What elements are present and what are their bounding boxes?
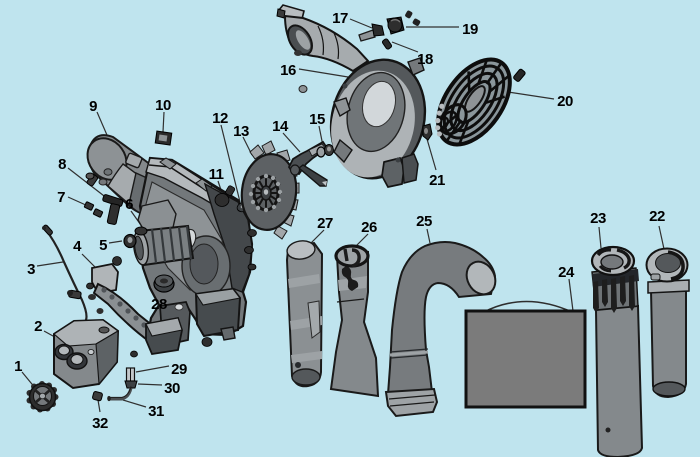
svg-text:17: 17 xyxy=(332,10,348,27)
svg-text:26: 26 xyxy=(361,219,377,236)
svg-text:13: 13 xyxy=(233,123,249,140)
svg-text:15: 15 xyxy=(309,111,325,128)
svg-text:8: 8 xyxy=(58,156,66,173)
svg-text:31: 31 xyxy=(148,403,164,420)
svg-text:9: 9 xyxy=(89,98,97,115)
svg-text:12: 12 xyxy=(212,110,228,127)
svg-text:23: 23 xyxy=(590,210,606,227)
svg-text:7: 7 xyxy=(57,189,65,206)
svg-text:20: 20 xyxy=(557,93,573,110)
svg-text:32: 32 xyxy=(92,415,108,432)
svg-text:25: 25 xyxy=(416,213,432,230)
svg-text:1: 1 xyxy=(14,358,22,375)
svg-text:4: 4 xyxy=(73,238,82,255)
svg-text:28: 28 xyxy=(151,296,167,313)
svg-text:11: 11 xyxy=(209,166,224,183)
svg-text:22: 22 xyxy=(649,208,665,225)
svg-text:21: 21 xyxy=(429,172,445,189)
svg-text:6: 6 xyxy=(125,196,133,213)
svg-text:29: 29 xyxy=(171,361,187,378)
svg-text:10: 10 xyxy=(155,97,171,114)
svg-text:14: 14 xyxy=(272,118,289,135)
svg-text:24: 24 xyxy=(558,264,575,281)
svg-text:18: 18 xyxy=(417,51,433,68)
svg-text:5: 5 xyxy=(99,237,107,254)
svg-text:16: 16 xyxy=(280,62,296,79)
svg-text:2: 2 xyxy=(34,318,42,335)
svg-text:19: 19 xyxy=(462,21,478,38)
svg-text:27: 27 xyxy=(317,215,333,232)
svg-text:30: 30 xyxy=(164,380,180,397)
svg-text:3: 3 xyxy=(27,261,35,278)
